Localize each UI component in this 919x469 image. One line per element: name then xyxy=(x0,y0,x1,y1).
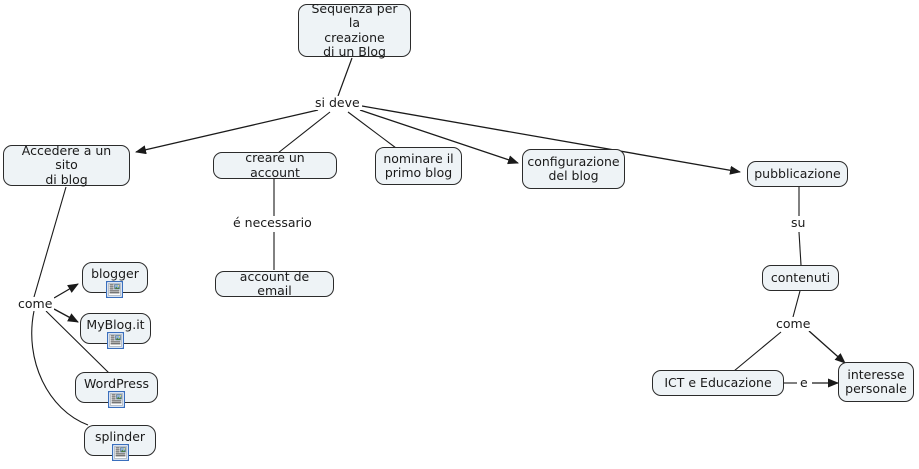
document-article-icon xyxy=(107,390,126,409)
link-label-come-right: come xyxy=(774,316,813,331)
node-contenuti[interactable]: contenuti xyxy=(762,265,839,291)
document-article-icon xyxy=(106,331,125,350)
node-account-de-email[interactable]: account de email xyxy=(215,269,334,298)
link-label-come-left: come xyxy=(16,296,55,311)
node-accedere-a-un-sito-di-blog[interactable]: Accedere a un sito di blog xyxy=(3,143,130,187)
edge-accedere-come xyxy=(33,186,67,298)
document-article-icon xyxy=(105,280,124,299)
node-ict-e-educazione[interactable]: ICT e Educazione xyxy=(652,370,784,396)
link-label-e: e xyxy=(798,375,810,390)
document-article-icon xyxy=(111,443,130,462)
node-root[interactable]: Sequenza per la creazione di un Blog xyxy=(298,1,411,59)
node-configurazione-del-blog[interactable]: configurazione del blog xyxy=(522,149,625,189)
edge-come-myblog xyxy=(53,308,79,323)
node-creare-un-account[interactable]: creare un account xyxy=(213,150,337,179)
link-label-su: su xyxy=(789,215,808,230)
edge-sideve-pubblicazione xyxy=(361,105,741,175)
edge-su-contenuti xyxy=(798,231,802,266)
edge-come-splinder xyxy=(31,310,89,426)
edge-sideve-configurazione xyxy=(359,109,519,165)
edge-root-sideve xyxy=(337,57,353,97)
node-pubblicazione[interactable]: pubblicazione xyxy=(747,161,848,187)
edge-sideve-creare xyxy=(277,111,331,154)
node-nominare-il-primo-blog[interactable]: nominare il primo blog xyxy=(375,147,462,185)
edge-contenuti-come xyxy=(792,290,801,318)
link-label-e-necessario: é necessario xyxy=(231,215,314,230)
edge-come-wordpress xyxy=(45,310,111,375)
edge-come-ict xyxy=(733,331,782,372)
edge-come-interesse xyxy=(808,330,846,364)
node-interesse-personale[interactable]: interesse personale xyxy=(838,362,914,402)
edge-sideve-accedere xyxy=(135,109,319,155)
edge-come-blogger xyxy=(53,283,79,299)
edge-sideve-nominare xyxy=(347,111,397,149)
link-label-si-deve: si deve xyxy=(313,95,362,110)
